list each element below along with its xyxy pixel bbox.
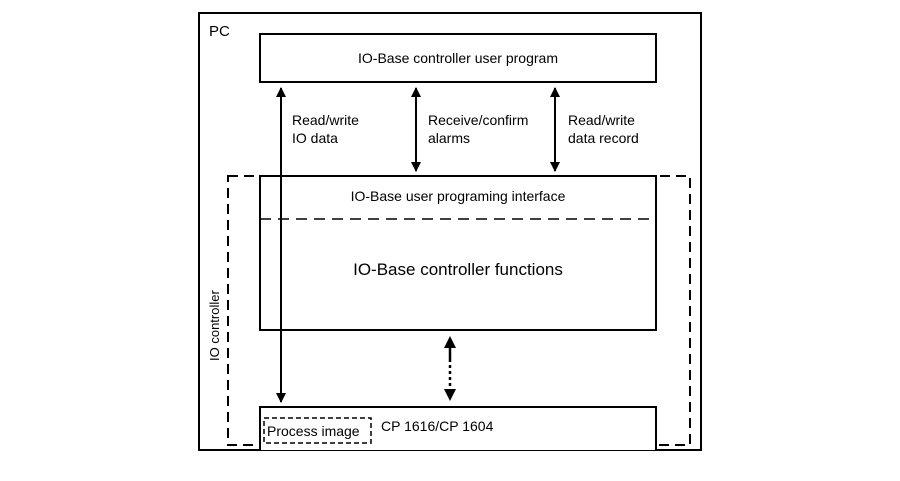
receive-alarms-label-line1: Receive/confirm	[428, 112, 529, 128]
functions-label: IO-Base controller functions	[353, 260, 563, 279]
read-write-record-label-line2: data record	[568, 130, 639, 146]
user-program-label: IO-Base controller user program	[358, 50, 558, 66]
controller-functions-box	[259, 175, 657, 331]
process-image-box	[263, 417, 372, 444]
pc-label: PC	[209, 23, 230, 40]
functions-cp-arrow-bottom-head	[444, 389, 456, 401]
io-controller-label: IO controller	[207, 290, 222, 361]
receive-alarms-label-line2: alarms	[428, 130, 471, 146]
user-program-box	[259, 33, 657, 83]
read-write-io-label-line2: IO data	[292, 130, 338, 146]
process-image-label: Process image	[267, 423, 360, 439]
cp-box	[259, 406, 657, 450]
interface-label: IO-Base user programing interface	[350, 188, 566, 204]
cp-label: CP 1616/CP 1604	[381, 418, 494, 434]
read-write-io-label-line1: Read/write	[292, 112, 359, 128]
functions-cp-arrow-top-head	[444, 336, 456, 348]
read-write-record-label-line1: Read/write	[568, 112, 635, 128]
